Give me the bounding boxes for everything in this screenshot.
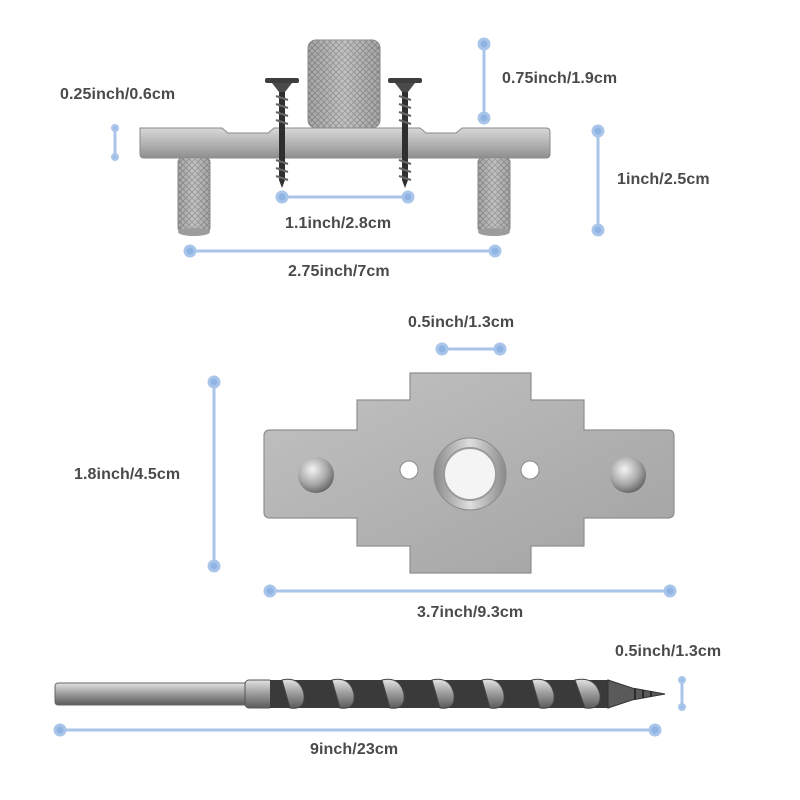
bit-hex-shank — [54, 682, 256, 706]
jig-plate-side — [139, 127, 551, 159]
dimension-lines-middle — [207, 342, 677, 598]
left-screw — [265, 78, 299, 188]
jig-width-label: 2.75inch/7cm — [288, 263, 390, 280]
auger-drill-bit — [54, 678, 666, 709]
screw-hole-right — [520, 460, 540, 480]
right-screw — [388, 78, 422, 188]
screw-hole-left — [399, 460, 419, 480]
drill-bit-length-label: 9inch/23cm — [310, 741, 399, 758]
dimension-lines-top — [111, 37, 605, 258]
drill-bit-diameter-label: 0.5inch/1.3cm — [615, 643, 722, 660]
bushing-height-label: 0.75inch/1.9cm — [502, 70, 618, 87]
bit-screw-tip — [607, 679, 666, 709]
plate-width-label: 3.7inch/9.3cm — [417, 604, 524, 621]
pin-head-left — [298, 457, 334, 493]
jig-plate-top-view — [263, 372, 675, 574]
jig-side-view — [139, 39, 551, 236]
plate-thickness-label: 0.25inch/0.6cm — [60, 86, 176, 103]
plate-height-label: 1.8inch/4.5cm — [74, 466, 181, 483]
dimension-lines-bottom — [53, 676, 686, 737]
bit-spiral — [281, 678, 601, 709]
pin-head-right — [610, 457, 646, 493]
overall-height-label: 1inch/2.5cm — [617, 171, 710, 188]
screw-spacing-label: 1.1inch/2.8cm — [285, 215, 392, 232]
bushing-diameter-label: 0.5inch/1.3cm — [408, 314, 515, 331]
